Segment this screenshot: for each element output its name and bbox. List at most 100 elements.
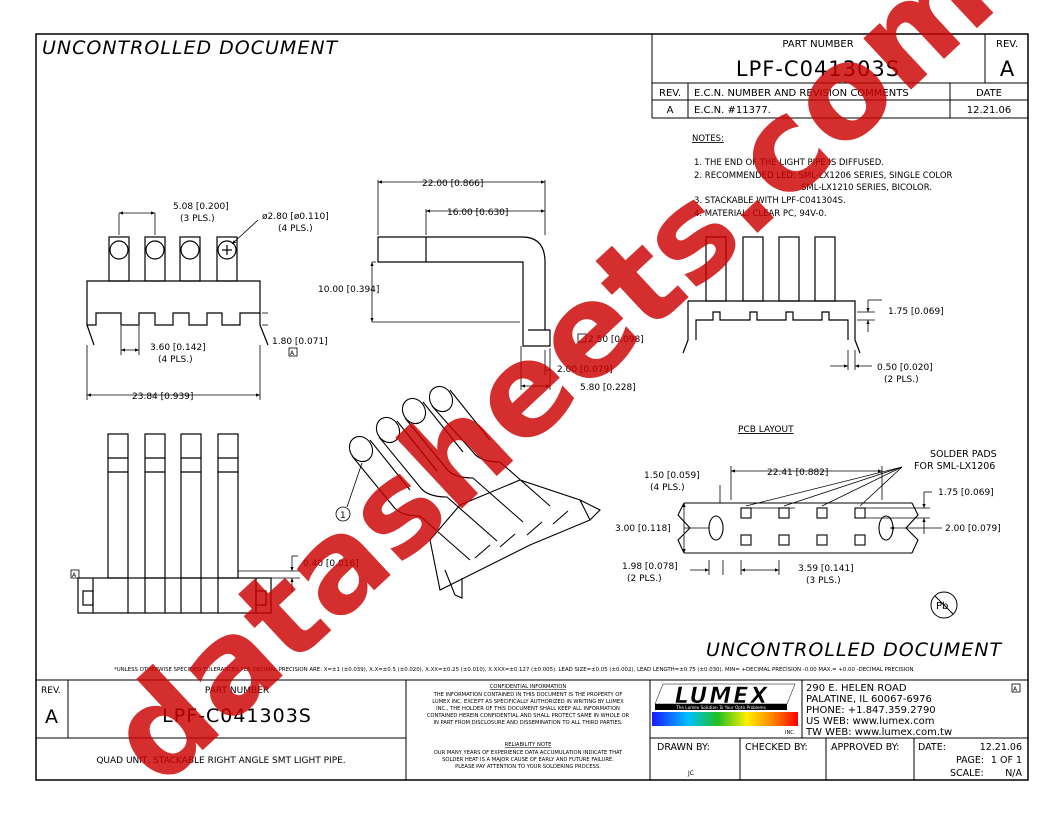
tolerance-note: *UNLESS OTHERWISE SPECIFIED TOLERANCES P… [114,667,914,673]
tb-reliability-line-3: PLEASE PAY ATTENTION TO YOUR SOLDERING P… [455,764,601,770]
tb-confidential-line-2: LUMEX INC. EXCEPT AS SPECIFICALLY AUTHOR… [432,699,624,705]
right-view-dims [830,299,882,370]
note-4: 4. MATERIAL: CLEAR PC, 94V-0. [694,209,827,219]
tb-rev-value: A [45,706,58,728]
pcb-solder-pads-for: FOR SML-LX1206 [914,461,995,472]
rev-table-row-ecn: E.C.N. #11377. [694,105,771,116]
header-rev-value: A [1000,57,1015,81]
datum-box-top [70,569,80,579]
dim-right-gap: 0.50 [0.020] [877,363,933,373]
datum-box-title [1011,683,1021,693]
balloon-number: 1 [340,511,346,521]
tb-address: 290 E. HELEN ROAD PALATINE, IL 60067-697… [805,683,952,738]
tb-drawn-by-label: DRAWN BY: [657,742,710,753]
pcb-hole-offset-pls: (2 PLS.) [627,574,662,584]
rev-table-row-rev: A [667,105,674,116]
note-3: 3. STACKABLE WITH LPF-C041304S. [694,196,846,206]
sheet-border [35,33,1029,781]
notes-block: NOTES: 1. THE END OF THE LIGHT PIPE IS D… [692,134,953,219]
pcb-right-height: 2.00 [0.079] [945,524,1001,534]
dim-right-step: 1.75 [0.069] [888,307,944,317]
pcb-pitch-pls: (3 PLS.) [806,576,841,586]
tb-reliability-line-2: SOLDER HEAT IS A MAJOR CAUSE OF EARLY AN… [442,757,614,763]
dim-side-tab: 2.50 [0.098] [588,335,644,345]
dim-slot-width: 3.60 [0.142] [150,343,206,353]
notes-title: NOTES: [692,134,724,144]
dim-side-length: 22.00 [0.866] [422,179,483,189]
pcb-height: 3.00 [0.118] [615,524,671,534]
uncontrolled-top: UNCONTROLLED DOCUMENT [42,37,339,59]
side-view-dims [370,180,551,390]
dim-overall-width: 23.84 [0.939] [132,392,193,402]
dim-foot-height: 1.80 [0.071] [272,337,328,347]
title-block-lines [36,679,1028,780]
pcb-pad-span: 22.41 [0.882] [767,468,828,478]
pcb-pitch: 3.59 [0.141] [798,564,854,574]
tb-confidential-line-5: IN PART FROM DISCLOSURE AND DISSEMINATIO… [433,720,622,726]
tb-rev-label: REV. [41,686,61,696]
front-view [86,236,269,346]
tb-part-number: LPF-C041303S [162,705,312,727]
pcb-layout-title: PCB LAYOUT [738,425,794,435]
dim-right-gap-pls: (2 PLS.) [884,375,919,385]
tb-checked-by-label: CHECKED BY: [745,742,808,753]
tb-page-value: 1 OF 1 [991,755,1022,766]
tb-reliability-title: RELIABILITY NOTE [505,742,552,748]
tb-confidential-line-4: CONTAINED HEREIN CONFIDENTIAL AND SHALL … [427,713,630,719]
tb-page-label: PAGE: [956,755,984,766]
pb-free-label: Pb [936,601,948,612]
tb-address-1: 290 E. HELEN ROAD [806,683,907,694]
dim-side-lead: 2.00 [0.079] [557,365,613,375]
balloon-callout [335,462,363,522]
tb-confidential: CONFIDENTIAL INFORMATION THE INFORMATION… [427,684,630,770]
isometric-view [348,385,601,599]
datum-front: A [290,350,295,357]
tb-part-number-label: PART NUMBER [205,686,269,696]
tb-description: QUAD UNIT, STACKABLE RIGHT ANGLE SMT LIG… [96,756,345,766]
tb-address-4: US WEB: www.lumex.com [806,716,935,727]
rev-table-col-date: DATE [976,88,1002,99]
tb-address-2: PALATINE, IL 60067-6976 [806,694,932,705]
rev-table-col-ecn: E.C.N. NUMBER AND REVISION COMMENTS [694,88,909,99]
rev-table-row-date: 12.21.06 [967,105,1012,116]
uncontrolled-bottom: UNCONTROLLED DOCUMENT [706,639,1003,661]
rev-table-col-rev: REV. [659,88,681,99]
dim-side-inner: 16.00 [0.630] [447,208,508,218]
dim-side-depth: 5.80 [0.228] [580,383,636,393]
dim-hole-dia-pls: (4 PLS.) [278,224,313,234]
pcb-row-offset: 1.75 [0.069] [938,488,994,498]
datum-box-front [288,347,298,357]
note-2b: SML-LX1210 SERIES, BICOLOR. [801,183,932,193]
tb-approved-by-label: APPROVED BY: [831,742,899,753]
front-view-dims [86,211,268,400]
header-part-number-label: PART NUMBER [782,39,853,50]
dim-slot-width-pls: (4 PLS.) [158,355,193,365]
tb-address-3: PHONE: +1.847.359.2790 [806,705,936,716]
dim-front-pitch: 5.08 [0.200] [173,202,229,212]
tb-confidential-line-1: THE INFORMATION CONTAINED IN THIS DOCUME… [433,692,623,698]
right-view [682,236,861,354]
pcb-layout-view [677,502,919,554]
pcb-pad-size: 1.50 [0.059] [644,471,700,481]
tb-confidential-line-3: INC., THE HOLDER OF THIS DOCUMENT SHALL … [436,706,620,712]
pb-free-icon [930,591,958,619]
tb-drawn-by: JC [687,770,694,777]
header-rev-label: REV. [996,39,1018,50]
dim-front-pitch-pls: (3 PLS.) [180,214,215,224]
lumex-logo-inc: INC. [785,730,796,736]
datum-box-side [577,333,587,343]
pcb-pad-size-pls: (4 PLS.) [650,483,685,493]
tb-address-5: TW WEB: www.lumex.com.tw [805,727,952,738]
tb-date-value: 12.21.06 [980,742,1022,753]
tb-scale-value: N/A [1005,768,1022,779]
tb-confidential-title: CONFIDENTIAL INFORMATION [490,684,567,690]
top-view [77,433,272,614]
dim-bottom-gap: 0.40 [0.016] [303,559,359,569]
tb-scale-label: SCALE: [950,768,984,779]
lumex-logo: LUMEX The Lumex Solution To Your Opto Pr… [652,684,798,736]
top-view-dims [238,555,300,592]
datum-top: A [72,572,77,579]
dim-side-height: 10.00 [0.394] [318,285,379,295]
datum-title: A [1013,686,1018,693]
